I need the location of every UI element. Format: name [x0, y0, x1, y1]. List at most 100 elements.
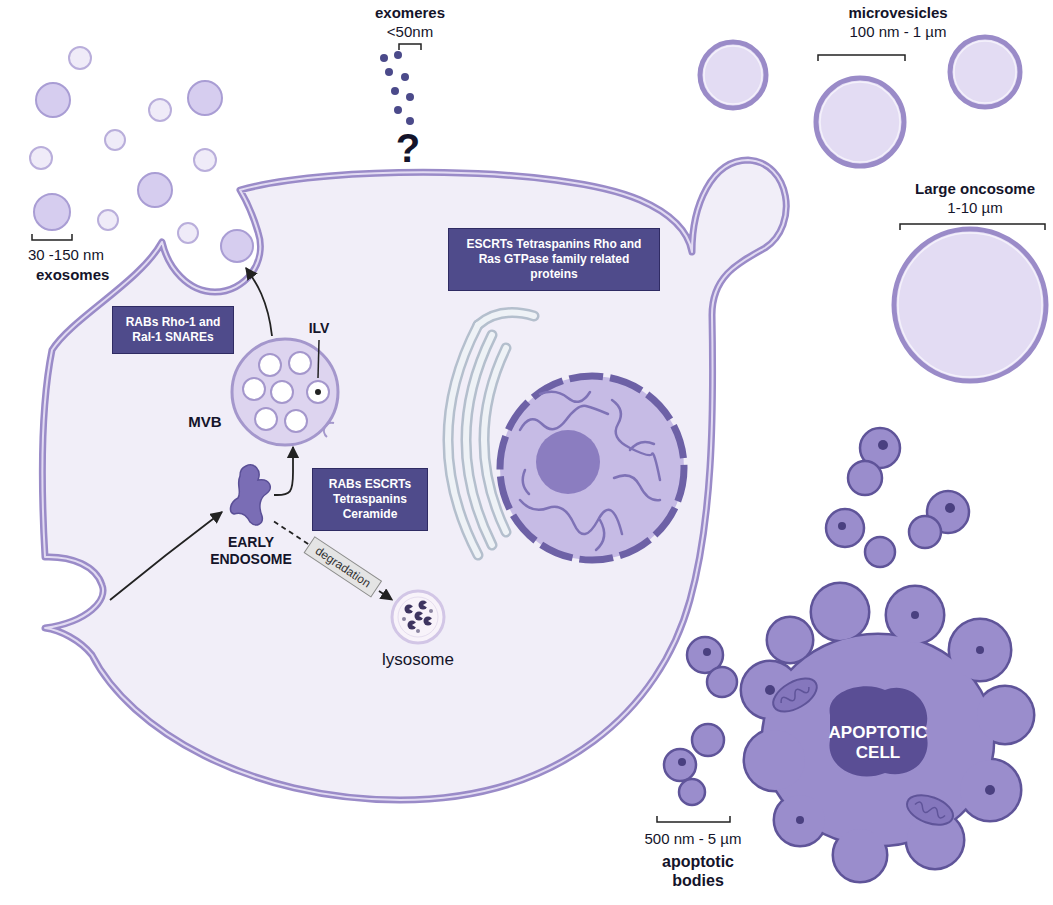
size-brackets-part: [32, 234, 72, 240]
apoptotic-bodies-part-part: [664, 749, 696, 781]
apoptotic-cell-outline-part: [742, 584, 1033, 881]
apoptotic-cell-outline-part-part: [812, 584, 868, 640]
apoptotic-cell-outline-part-part: [775, 795, 825, 845]
apoptotic-cell-outline-part-part: [745, 730, 805, 790]
multivesicular-body-outline-part: [307, 381, 329, 403]
cell-nucleus-part-part: [614, 475, 660, 500]
transport-arrows-part: [246, 268, 272, 336]
cell-nucleus-part: [536, 430, 600, 494]
apoptotic-cell-outline-part-part: [768, 672, 823, 719]
size-heading: Large oncosome: [915, 180, 1035, 198]
lysosome-organelle-outline-part: [409, 606, 414, 612]
apoptotic-bodies-part-part: [692, 724, 724, 756]
apoptotic-cell-outline-part: [765, 685, 775, 695]
large-oncosome-part: [898, 233, 1042, 377]
exosome-vesicles-part-part: [36, 83, 70, 117]
cell-nucleus-part: [500, 376, 684, 560]
apoptotic-cell-outline-part-part: [950, 620, 1010, 680]
exosome-vesicles: [30, 47, 253, 262]
exosome-vesicles-part-part: [69, 47, 91, 69]
part-label: ILV: [309, 320, 330, 337]
early-endosome-outline: [228, 462, 274, 528]
exosome-vesicles-part-part: [178, 223, 198, 243]
large-oncosome: [894, 229, 1046, 381]
apoptotic-cell-outline-part-part: [768, 618, 812, 662]
microvesicles-part: [704, 41, 1016, 162]
size-brackets: [32, 44, 1045, 822]
microvesicles-part-part: [700, 42, 766, 108]
size-heading: exosomes: [36, 266, 109, 284]
edge-label: degradation: [303, 536, 382, 598]
cell-nucleus-part-part: [596, 520, 604, 550]
early-endosome: EARLY ENDOSOME: [228, 462, 274, 528]
size-range: 100 nm - 1 µm: [849, 23, 946, 41]
apoptotic-cell-outline-part-part: [914, 801, 947, 819]
cell-nucleus-part: [520, 392, 660, 550]
cell-nucleus-part-part: [540, 392, 590, 402]
multivesicular-body-outline-part: [255, 408, 277, 430]
apoptotic-cell-outline-part-part: [977, 687, 1033, 743]
apoptotic-bodies-part-part: [707, 667, 737, 697]
apoptotic-cell-outline-part-part: [950, 620, 1010, 680]
exomere-particles-part: [406, 117, 414, 125]
size-range: <50nm: [387, 23, 433, 41]
size-brackets-part: [399, 44, 421, 50]
apoptotic-cell-outline-part: [976, 646, 984, 654]
apoptotic-bodies-part-part: [848, 461, 882, 495]
size-brackets-part: [900, 224, 1045, 230]
transport-arrows-part: [110, 512, 222, 600]
apoptotic-cell-outline-part-part: [887, 587, 943, 643]
apoptotic-cell: APOPTOTIC CELL: [735, 595, 1035, 895]
apoptotic-cell-outline-part-part: [745, 730, 805, 790]
organelle-label: MVB: [184, 413, 226, 431]
large-oncosome-part: [894, 229, 1046, 381]
apoptotic-cell-outline-part-part: [775, 795, 825, 845]
apoptotic-bodies-part-part: [909, 516, 941, 548]
apoptotic-cell-outline-part-part: [960, 760, 1020, 820]
pathway-arrow: [274, 447, 293, 495]
lysosome-organelle-outline-part: [415, 612, 424, 621]
multivesicular-body-outline-part: [271, 381, 293, 403]
microvesicles-part: [700, 37, 1020, 166]
exomere-particles-part: [385, 68, 393, 76]
multivesicular-body-outline-part: [289, 352, 311, 374]
multivesicular-body-outline: [230, 337, 340, 447]
exomere-particles-part: [394, 51, 402, 59]
multivesicular-body-outline-part: [285, 410, 307, 432]
pathway-box: RABs ESCRTs Tetraspanins Ceramide: [312, 468, 428, 531]
apoptotic-cell-outline-part-part: [812, 584, 868, 640]
multivesicular-body-outline-part: [315, 389, 321, 395]
lysosome-organelle-outline-part: [419, 601, 428, 610]
lysosome-organelle-outline-part: [402, 617, 406, 621]
transport-arrows: [110, 268, 272, 600]
exosome-vesicles-part-part: [188, 81, 222, 115]
lysosome-organelle-outline-part: [428, 618, 433, 624]
exosome-vesicles-part-part: [30, 147, 52, 169]
size-brackets-part: [657, 816, 730, 822]
exosome-vesicles-part-part: [221, 230, 253, 262]
unknown-mark: ?: [396, 128, 420, 168]
pathway-text: ESCRTs Tetraspanins Rho and Ras GTPase f…: [456, 237, 652, 282]
apoptotic-bodies-part-part: [838, 522, 846, 530]
exomere-particles: [380, 51, 414, 125]
apoptotic-cell-outline-part-part: [960, 760, 1020, 820]
lysosome-organelle-outline-part: [423, 602, 428, 608]
cell-membrane-part: [42, 160, 786, 800]
multivesicular-body-outline-part: [232, 339, 338, 445]
apoptotic-bodies-part-part: [865, 537, 895, 567]
microvesicles-part-part: [704, 46, 762, 104]
lysosome-organelle-outline-part: [419, 613, 424, 619]
pathway-box: ESCRTs Tetraspanins Rho and Ras GTPase f…: [448, 228, 660, 291]
exomere-particles-part: [406, 93, 414, 101]
multivesicular-body-outline-part: [259, 354, 281, 376]
cell-membrane: [42, 160, 786, 800]
apoptotic-cell-outline-part-part: [977, 687, 1033, 743]
exomere-particles-part: [394, 106, 402, 114]
exosome-vesicles-part: [30, 47, 216, 243]
microvesicles-part-part: [954, 41, 1016, 103]
apoptotic-bodies-part-part: [703, 648, 711, 656]
microvesicles-part-part: [820, 82, 900, 162]
cell-nucleus-part-part: [630, 442, 654, 450]
apoptotic-bodies-part-part: [945, 503, 955, 513]
